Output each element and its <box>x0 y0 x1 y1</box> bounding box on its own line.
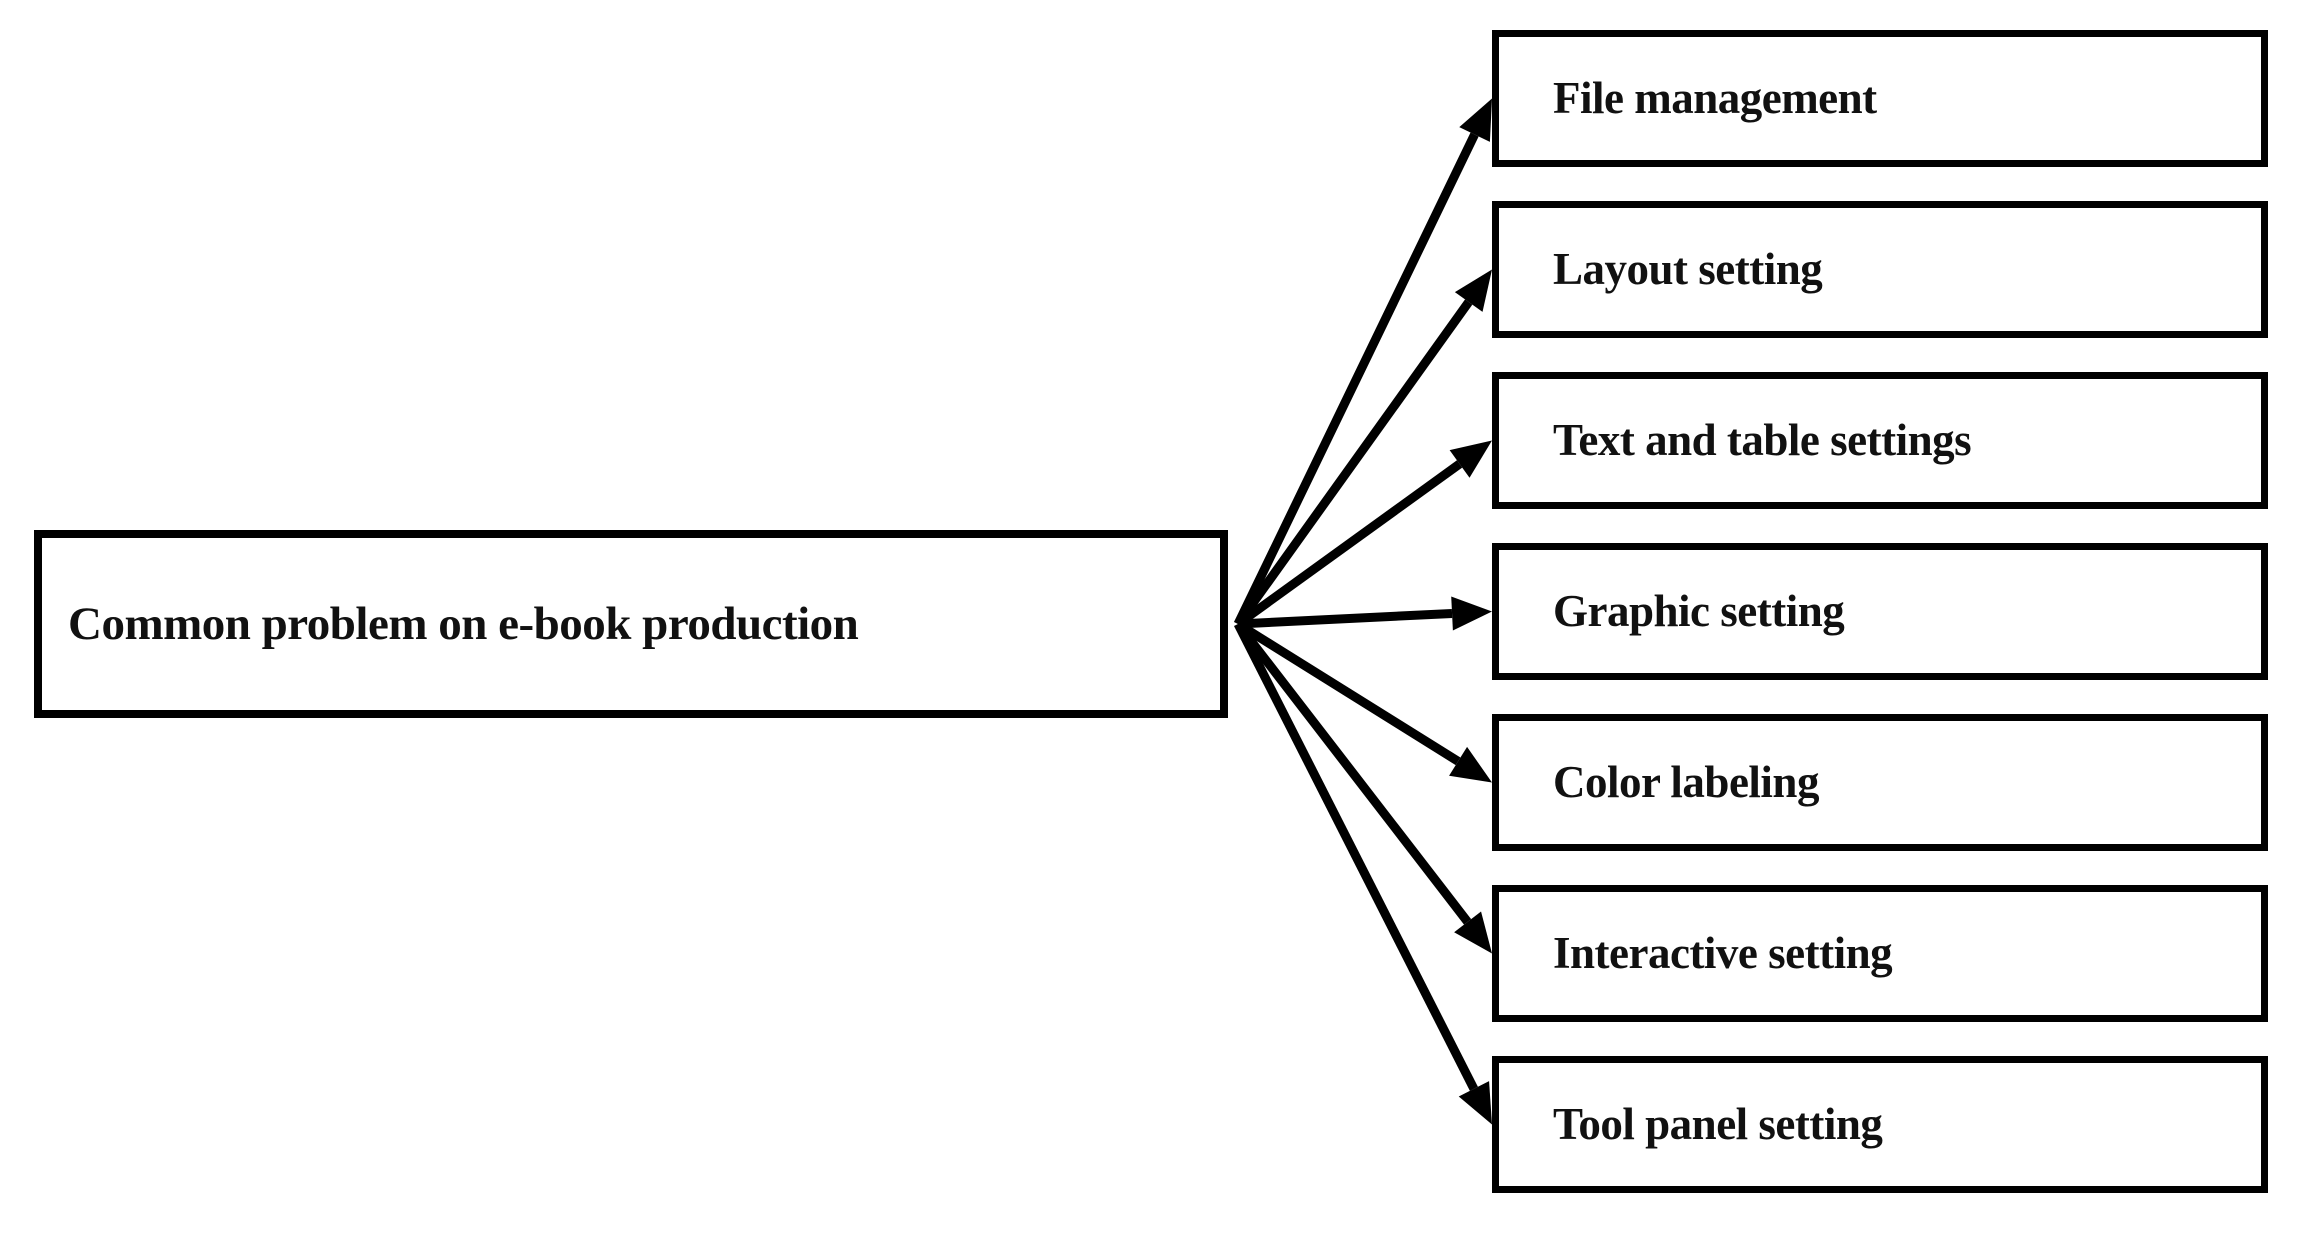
root-node-label: Common problem on e-book production <box>68 597 859 650</box>
arrow-group <box>1233 98 1492 1125</box>
branch-node-label: Color labeling <box>1553 757 1819 807</box>
branch-node-label: Text and table settings <box>1553 415 1972 465</box>
connector-line <box>1235 620 1461 766</box>
arrowhead-icon <box>1459 98 1492 142</box>
branch-node-label: Layout setting <box>1553 244 1823 294</box>
arrowhead-icon <box>1454 269 1492 312</box>
branch-node-label: Interactive setting <box>1553 928 1893 978</box>
branch-node-label: Tool panel setting <box>1553 1099 1883 1149</box>
branch-node-label: Graphic setting <box>1553 586 1845 636</box>
root-node-common-problem[interactable]: Common problem on e-book production <box>34 530 1228 718</box>
branch-node-tool-panel-setting[interactable]: Tool panel setting <box>1492 1056 2268 1193</box>
connector-line <box>1234 299 1473 627</box>
branch-node-graphic-setting[interactable]: Graphic setting <box>1492 543 2268 680</box>
branch-node-file-management[interactable]: File management <box>1492 30 2268 167</box>
branch-node-text-and-table-settings[interactable]: Text and table settings <box>1492 372 2268 509</box>
connector-line <box>1233 132 1479 626</box>
arrowhead-icon <box>1449 746 1492 783</box>
arrowhead-icon <box>1458 1081 1492 1125</box>
connector-line <box>1235 460 1463 628</box>
branch-node-label: File management <box>1553 73 1877 123</box>
branch-node-interactive-setting[interactable]: Interactive setting <box>1492 885 2268 1022</box>
arrowhead-icon <box>1454 911 1492 954</box>
connector-line <box>1233 621 1478 1091</box>
arrowhead-icon <box>1451 596 1492 631</box>
arrowhead-icon <box>1449 440 1492 478</box>
connector-line <box>1237 608 1453 629</box>
branch-node-layout-setting[interactable]: Layout setting <box>1492 201 2268 338</box>
branch-node-color-labeling[interactable]: Color labeling <box>1492 714 2268 851</box>
connector-line <box>1234 621 1472 925</box>
